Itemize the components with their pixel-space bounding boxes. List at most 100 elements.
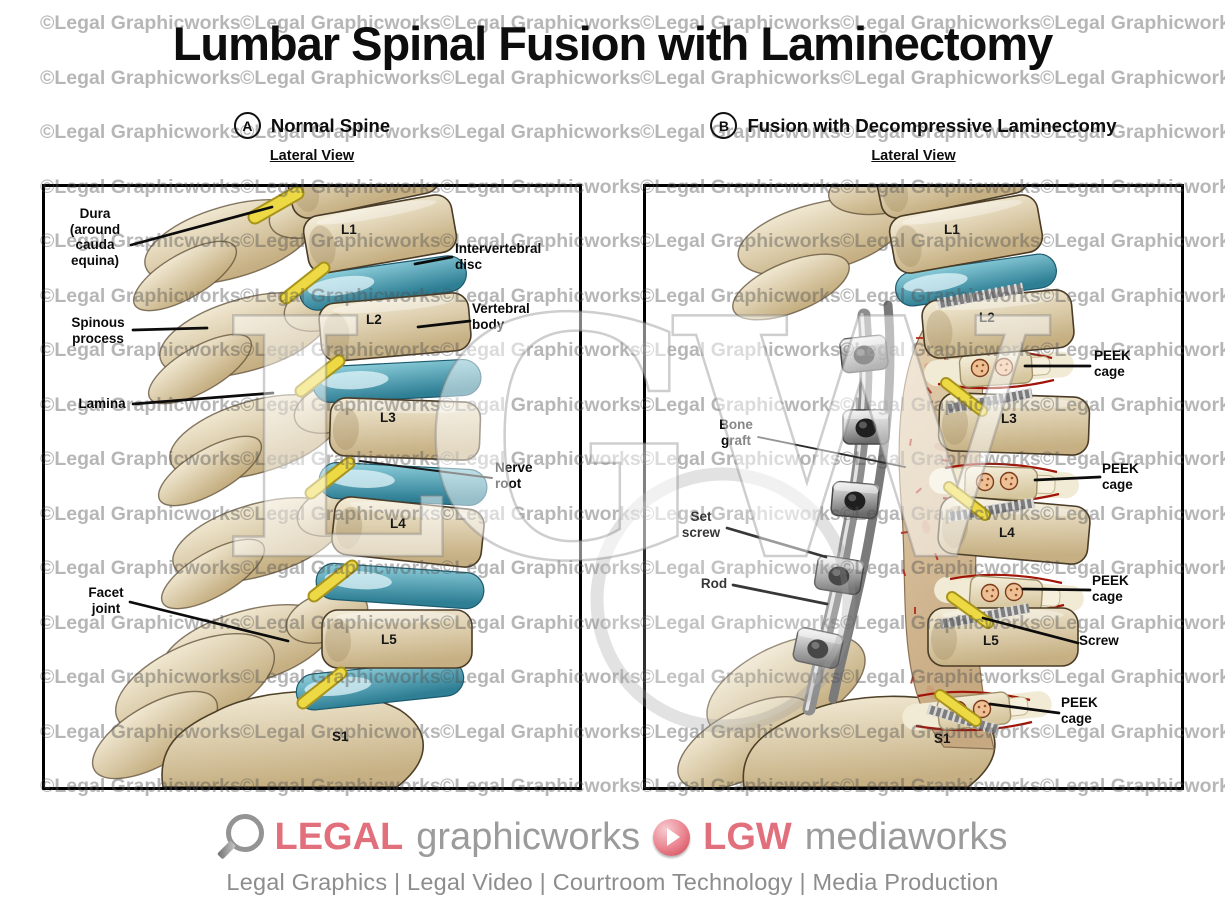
sacrum-shape [161,690,424,787]
screw-socket-glint [856,348,865,356]
vertebral-body-shape [331,496,485,568]
screw-head-shine [818,555,864,571]
graft-plug-dot [980,478,984,482]
body-shade [931,618,957,660]
disc-highlight [321,371,389,390]
graft-patch [921,520,931,534]
panel-a-frame [42,184,582,790]
body-highlight [344,400,467,414]
brand-mediaworks: mediaworks [804,816,1008,858]
graft-plug-dot [985,483,989,487]
graft-fleck [909,438,912,446]
nerve-root-shape [306,458,354,498]
screw-head-shine [797,627,844,645]
body-shade [881,187,909,212]
panel-b-heading: Fusion with Decompressive Laminectomy [747,114,1117,136]
graft-fleck [934,553,939,561]
body-shade [325,620,351,662]
disc-highlight [903,273,968,293]
panel-a-heading: Normal Spine [270,114,391,136]
brand-lgw: LGW [703,816,792,858]
body-shade [308,225,336,268]
graft-plug [994,357,1014,377]
red-margin [915,720,1033,732]
screw-head-shine [839,335,886,349]
screw-thread [926,703,1000,736]
graft-plug-dot [982,710,986,714]
graft-fleck [910,676,915,684]
screw-socket-glint [832,569,841,577]
body-shade [926,310,953,353]
graft-plug-dot [999,363,1003,367]
graft-plug [1004,582,1024,602]
graft-plug-dot [986,477,990,481]
magnifier-handle [217,840,237,860]
graft-plug-dot [1005,362,1009,366]
bone-shape [157,435,263,507]
graft-plug-dot [1009,588,1013,592]
nerve-root-shape [309,561,357,601]
body-highlight [935,294,1057,311]
screw-socket-glint [848,494,857,502]
graft-plug [970,358,990,378]
panel-b-badge: B [710,112,738,139]
graft-fleck [926,387,933,394]
panel-b-frame [643,184,1184,790]
graft-plug-dot [1009,482,1013,486]
screw-socket [855,418,877,438]
screw-thread [936,282,1025,310]
screw-socket-glint [811,641,820,649]
vertebral-body-shape [321,609,473,669]
pedicle-screw-head [839,334,889,374]
pedicle-screw-head [792,627,844,669]
play-triangle [667,827,681,846]
graft-plug-dot [1010,476,1014,480]
body-shade [323,313,350,356]
vertebral-body-shape [302,194,458,274]
brand-graphicworks: graphicworks [416,816,641,858]
rod-shape [828,300,895,704]
spine-illustration-normal [91,187,488,787]
spine-b-group [677,187,1091,787]
graft-fleck [916,337,923,339]
body-shade [292,187,320,212]
nerve-root-shape [298,668,346,708]
bone-shape [732,253,850,321]
panel-b-header: B Fusion with Decompressive Laminectomy [643,112,1184,139]
red-margin [949,573,1063,585]
graft-fleck [914,607,916,614]
graft-plug [975,472,995,492]
screw-head-shine [843,410,889,419]
panel-a-header: A Normal Spine [42,112,582,139]
spine-a-group [91,187,488,787]
graft-patch [926,685,936,699]
graft-plug-dot [990,594,994,598]
nerve-root-shape [945,483,989,519]
graft-fleck [941,459,949,462]
body-shade [332,407,359,450]
graft-plug [999,471,1019,491]
play-icon [653,818,691,856]
footer-brand-row: LEGAL graphicworks LGW mediaworks [0,812,1225,862]
nerve-root-shape [296,356,344,396]
magnifier-icon [217,812,265,862]
graft-plug-dot [991,588,995,592]
body-highlight [332,297,454,314]
body-highlight [316,200,437,225]
pedicle-screw-head [842,409,890,445]
body-highlight [349,501,471,519]
panel-a-subheading: Lateral View [269,148,355,164]
pedicle-screw-head [813,554,865,596]
panel-b-subheading: Lateral View [871,148,956,164]
graft-plug-dot [981,363,985,367]
vertebral-body-shape [888,194,1044,274]
screw-thread [940,602,1030,630]
graft-plug-dot [980,369,984,373]
graft-plug-dot [985,589,989,593]
pedicle-screw-head [830,480,880,520]
footer-tagline: Legal Graphics | Legal Video | Courtroom… [226,869,999,895]
body-highlight [902,200,1023,225]
brand-legal: LEGAL [274,816,404,858]
graft-fleck [902,568,907,577]
